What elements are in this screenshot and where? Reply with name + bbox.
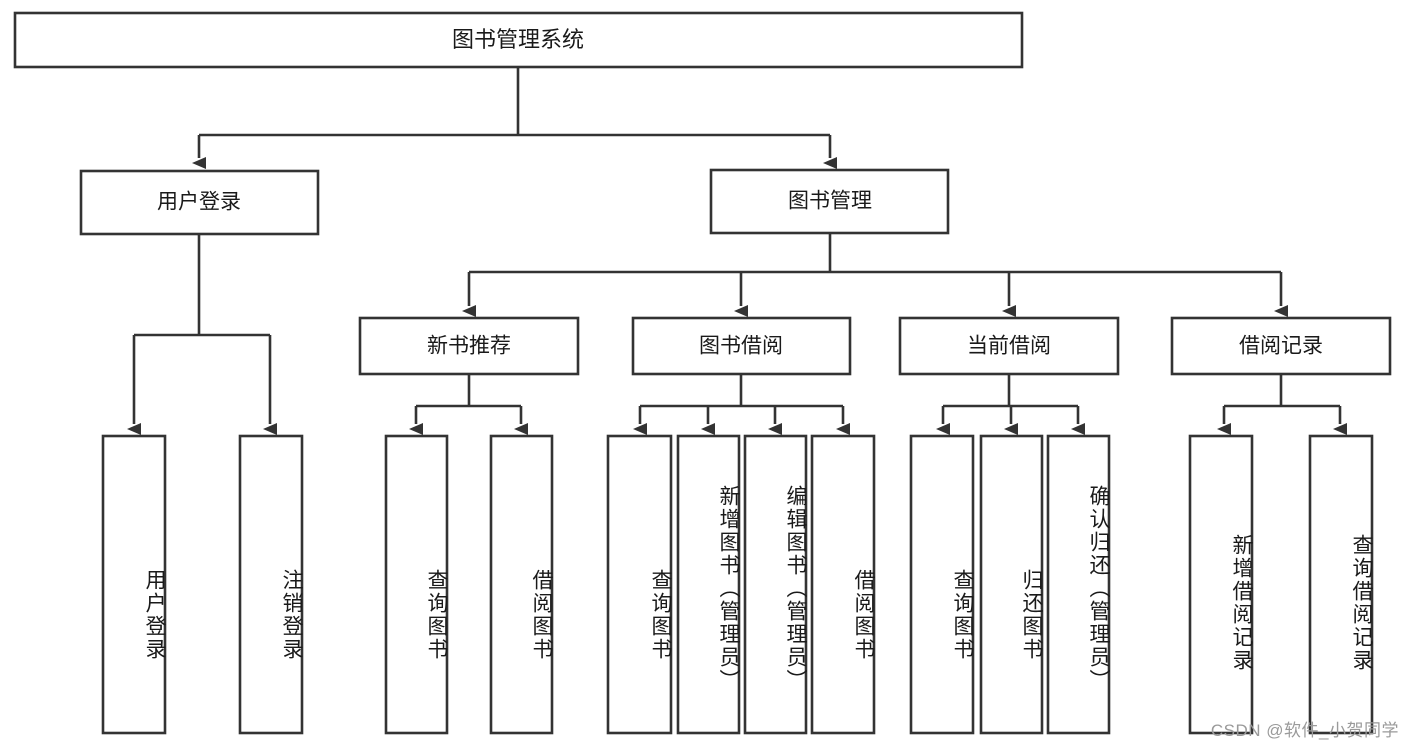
- node-root-label: 图书管理系统: [452, 27, 584, 52]
- node-leaf-query-book-3-box[interactable]: [909, 434, 975, 735]
- node-user-login-box[interactable]: [79, 169, 320, 236]
- node-book-manage-label: 图书管理: [788, 190, 872, 213]
- node-leaf-logout-login-box[interactable]: [238, 434, 304, 735]
- node-borrow-record-box[interactable]: [1170, 316, 1392, 376]
- node-book-borrow-box[interactable]: [631, 316, 852, 376]
- csdn-watermark: CSDN @软件_小贺同学: [1210, 721, 1399, 740]
- node-book-borrow-label: 图书借阅: [699, 335, 783, 358]
- node-leaf-borrow-book-2-box[interactable]: [810, 434, 876, 735]
- node-leaf-edit-book-box[interactable]: [743, 434, 808, 735]
- node-new-book-recommend-label: 新书推荐: [427, 335, 511, 358]
- node-root-box[interactable]: [13, 11, 1024, 69]
- nodes-layer: 图书管理系统 用户登录 图书管理 新书推荐 图书借阅 当前借阅 借阅记录: [13, 11, 1392, 735]
- node-borrow-record-label: 借阅记录: [1239, 335, 1323, 358]
- node-leaf-user-login-box[interactable]: [101, 434, 167, 735]
- node-current-borrow-box[interactable]: [898, 316, 1120, 376]
- node-leaf-confirm-return-box[interactable]: [1046, 434, 1111, 735]
- node-user-login-label: 用户登录: [157, 191, 241, 214]
- node-leaf-return-book-box[interactable]: [979, 434, 1044, 735]
- edges-layer: [127, 67, 1347, 435]
- node-leaf-query-record-box[interactable]: [1308, 434, 1374, 735]
- node-leaf-add-book-box[interactable]: [676, 434, 741, 735]
- node-leaf-borrow-book-1-box[interactable]: [489, 434, 554, 735]
- node-leaf-add-record-box[interactable]: [1188, 434, 1254, 735]
- node-current-borrow-label: 当前借阅: [967, 335, 1051, 358]
- node-book-manage-box[interactable]: [709, 168, 950, 235]
- node-leaf-query-book-2-box[interactable]: [606, 434, 673, 735]
- node-new-book-recommend-box[interactable]: [358, 316, 580, 376]
- node-leaf-query-book-1-box[interactable]: [384, 434, 449, 735]
